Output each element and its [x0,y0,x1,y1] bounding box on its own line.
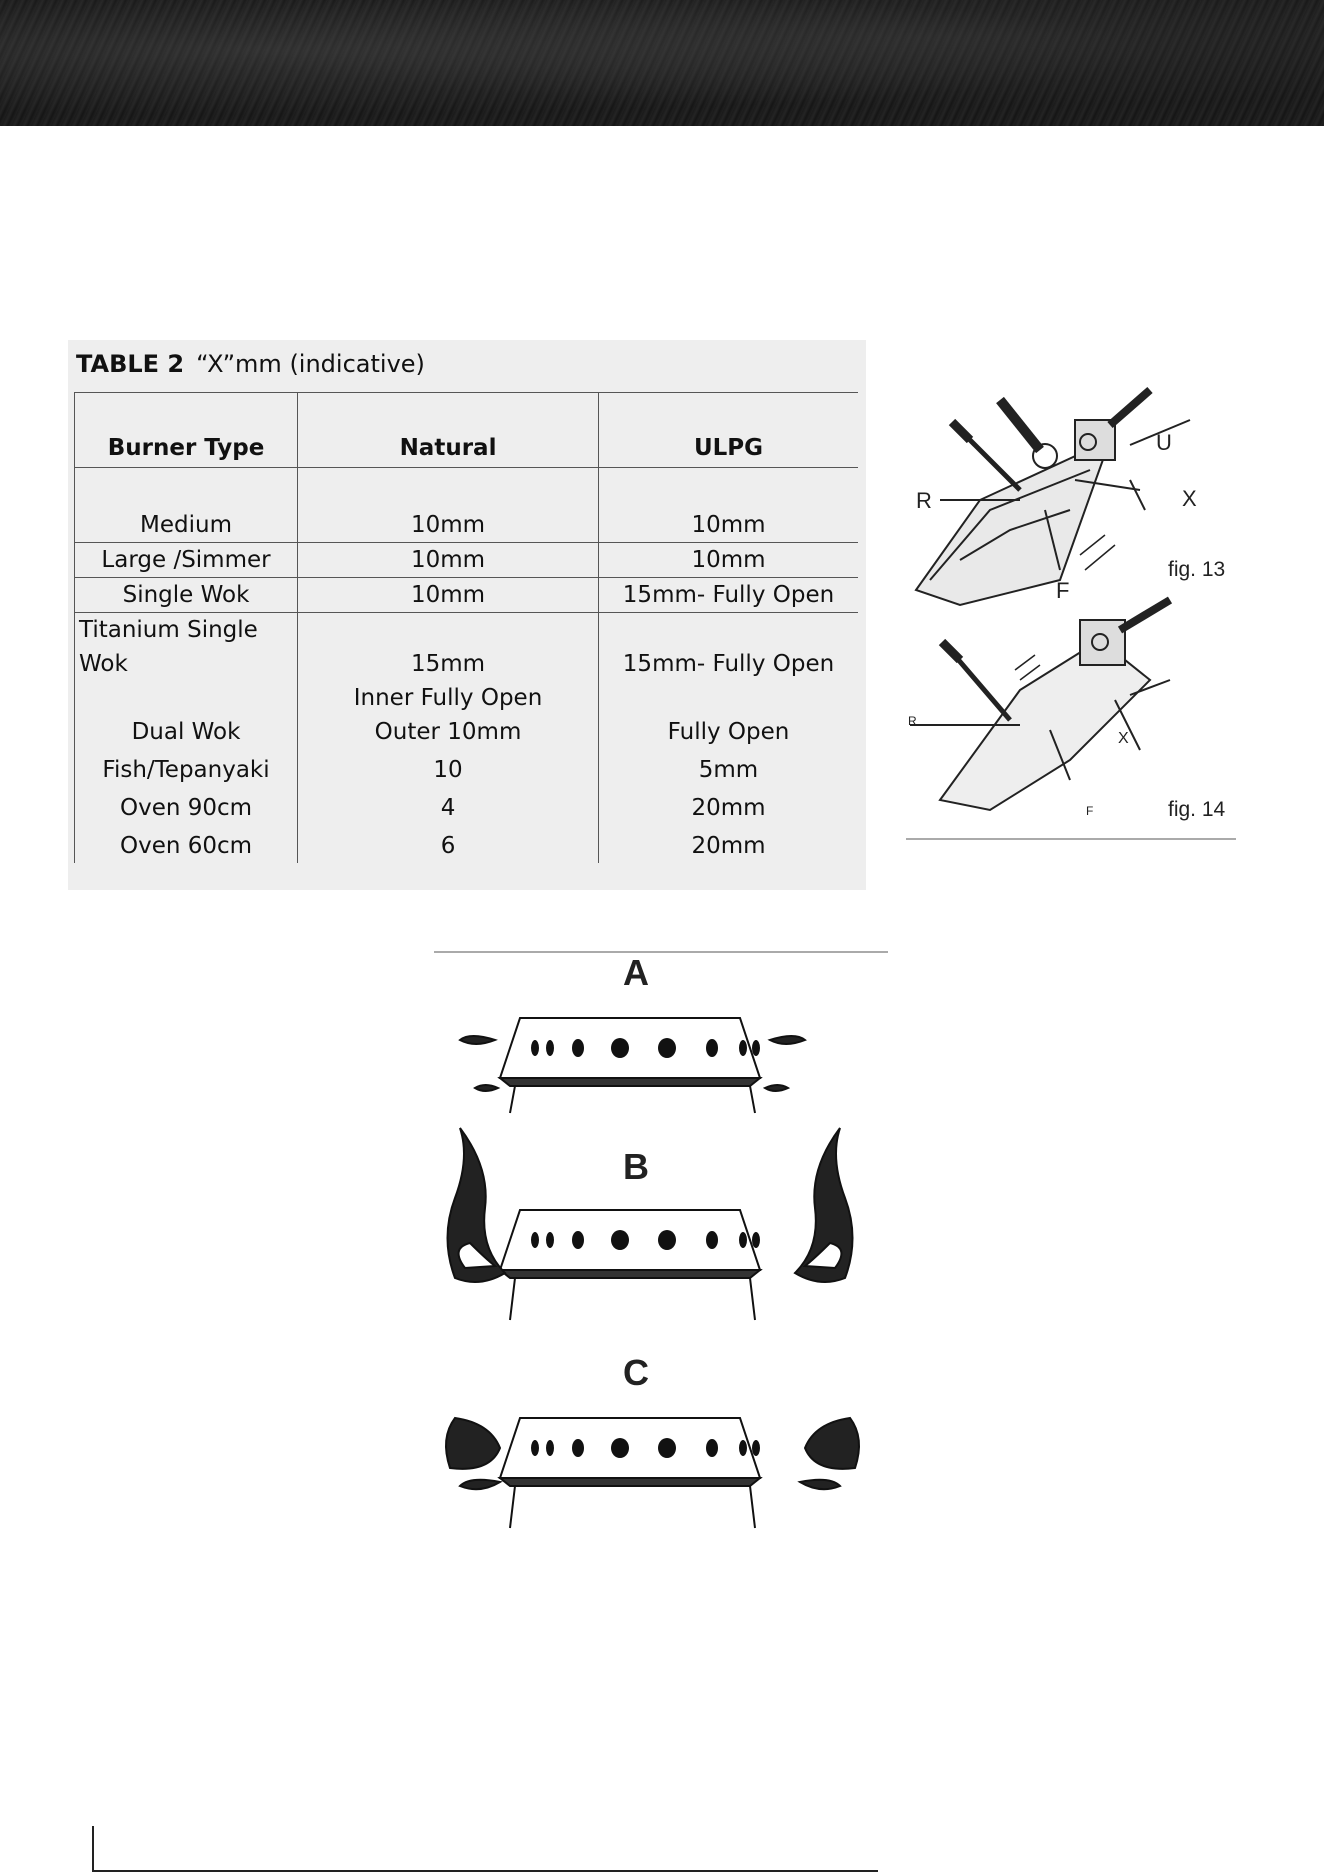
figure-rule [906,838,1236,840]
footer-horizontal-rule [92,1870,878,1872]
flame-label-a: A [623,952,649,993]
fig14-label-x: X [1118,730,1129,747]
flame-label-b: B [623,1146,649,1187]
header-band [0,0,1324,126]
fig13-label-u: U [1156,430,1172,455]
fig14-caption: fig. 14 [1168,798,1226,821]
table-row: Oven 60cm 6 20mm [73,825,858,863]
header-burner-type: Burner Type [73,392,298,468]
fig13-caption: fig. 13 [1168,558,1226,581]
table-row: Oven 90cm 4 20mm [73,787,858,825]
table-row: Fish/Tepanyaki 10 5mm [73,749,858,787]
flame-diagrams: A B C [430,948,890,1538]
table-header-row: Burner Type Natural ULPG [73,392,858,468]
fig13-label-x: X [1182,486,1197,511]
fig13-label-r: R [916,488,932,513]
header-natural: Natural [297,392,599,468]
fig14-label-r: R [908,714,917,728]
table-row: Dual Wok Inner Fully Open Outer 10mm Ful… [73,681,858,749]
fig13-label-f: F [1056,578,1070,603]
flame-label-c: C [623,1352,649,1393]
injector-illustration [910,386,1191,812]
table-title: TABLE 2“X”mm (indicative) [76,350,425,378]
flame-rule [434,951,888,953]
fig14-label-f: F [1086,804,1094,818]
flame-illustration [445,1017,860,1529]
burner-table: Burner Type Natural ULPG Medium 10mm 10m… [73,392,858,863]
table-row: Medium 10mm 10mm [73,467,858,543]
table-row: Large /Simmer 10mm 10mm [73,542,858,578]
header-ulpg: ULPG [597,392,858,468]
table-panel: TABLE 2“X”mm (indicative) Burner Type Na… [68,340,866,890]
burner-adjustment-figures: U R X F fig. 13 R F X fig. 14 [900,380,1240,840]
table-row: Single Wok 10mm 15mm- Fully Open [73,577,858,613]
table-row: Titanium Single Wok 15mm 15mm- Fully Ope… [73,612,858,681]
footer-vertical-rule [92,1826,94,1872]
